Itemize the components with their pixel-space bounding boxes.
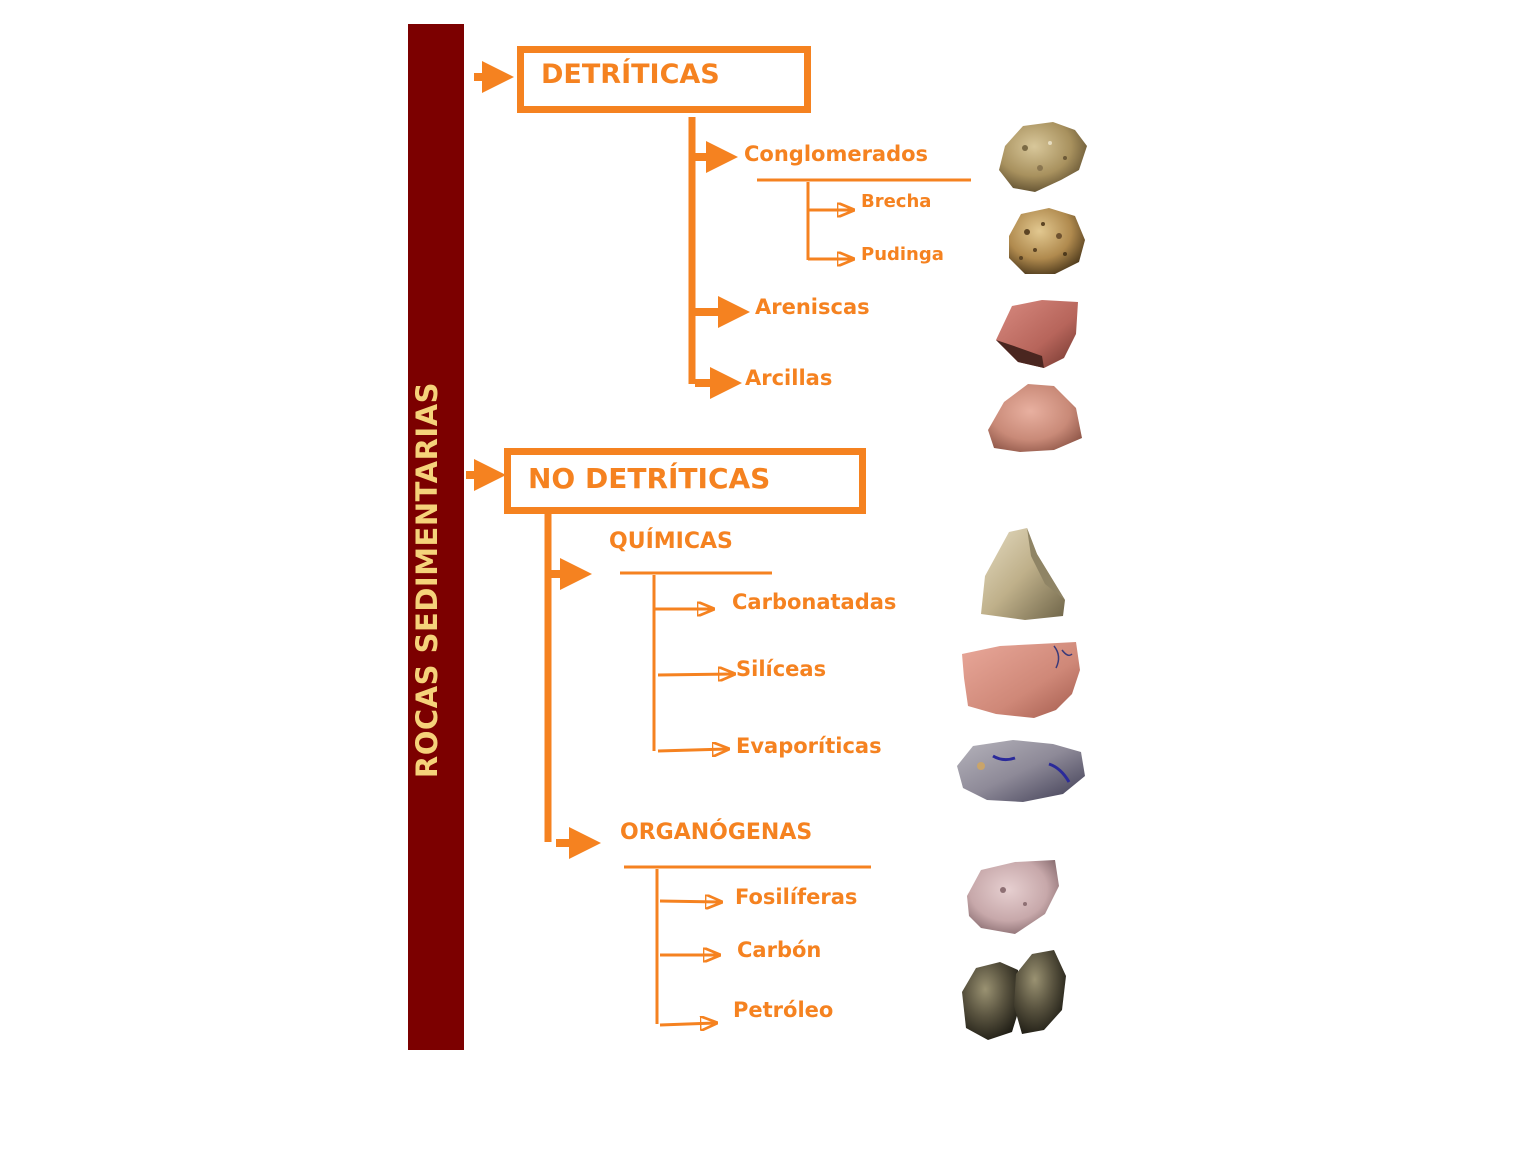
chert-rock-image: [962, 642, 1080, 718]
organogenas-label: ORGANÓGENAS: [620, 820, 813, 845]
arrow-fosiliferas: [659, 901, 720, 902]
evaporiticas-label: Evaporíticas: [736, 734, 882, 758]
pudinga-label: Pudinga: [861, 244, 944, 265]
fossil-rock-image: [967, 860, 1059, 934]
sandstone-rock-image: [996, 300, 1078, 368]
limestone-rock-image: [981, 528, 1065, 620]
breccia-rock-image: [1009, 208, 1085, 274]
arrow-petroleo: [659, 1023, 715, 1025]
fosiliferas-label: Fosilíferas: [735, 885, 858, 909]
coal-rock-image: [962, 950, 1066, 1040]
areniscas-label: Areniscas: [755, 295, 870, 319]
arrow-siliceas: [657, 674, 733, 675]
evaporite-rock-image: [957, 740, 1085, 802]
no-detriticas-box: NO DETRÍTICAS: [504, 448, 866, 514]
petroleo-label: Petróleo: [733, 998, 834, 1022]
quimicas-label: QUÍMICAS: [609, 529, 733, 554]
no-detriticas-label: NO DETRÍTICAS: [528, 462, 771, 495]
arcillas-label: Arcillas: [745, 366, 833, 390]
detriticas-box: DETRÍTICAS: [517, 46, 811, 113]
conglomerate-rock-image: [999, 122, 1087, 192]
carbon-label: Carbón: [737, 938, 822, 962]
carbonatadas-label: Carbonatadas: [732, 590, 897, 614]
clay-rock-image: [988, 384, 1082, 452]
siliceas-label: Silíceas: [736, 657, 827, 681]
detriticas-label: DETRÍTICAS: [541, 59, 720, 90]
sidebar-bar: [408, 24, 464, 1050]
arrow-evaporiticas: [657, 749, 727, 751]
brecha-label: Brecha: [861, 191, 932, 212]
conglomerados-label: Conglomerados: [744, 142, 929, 166]
